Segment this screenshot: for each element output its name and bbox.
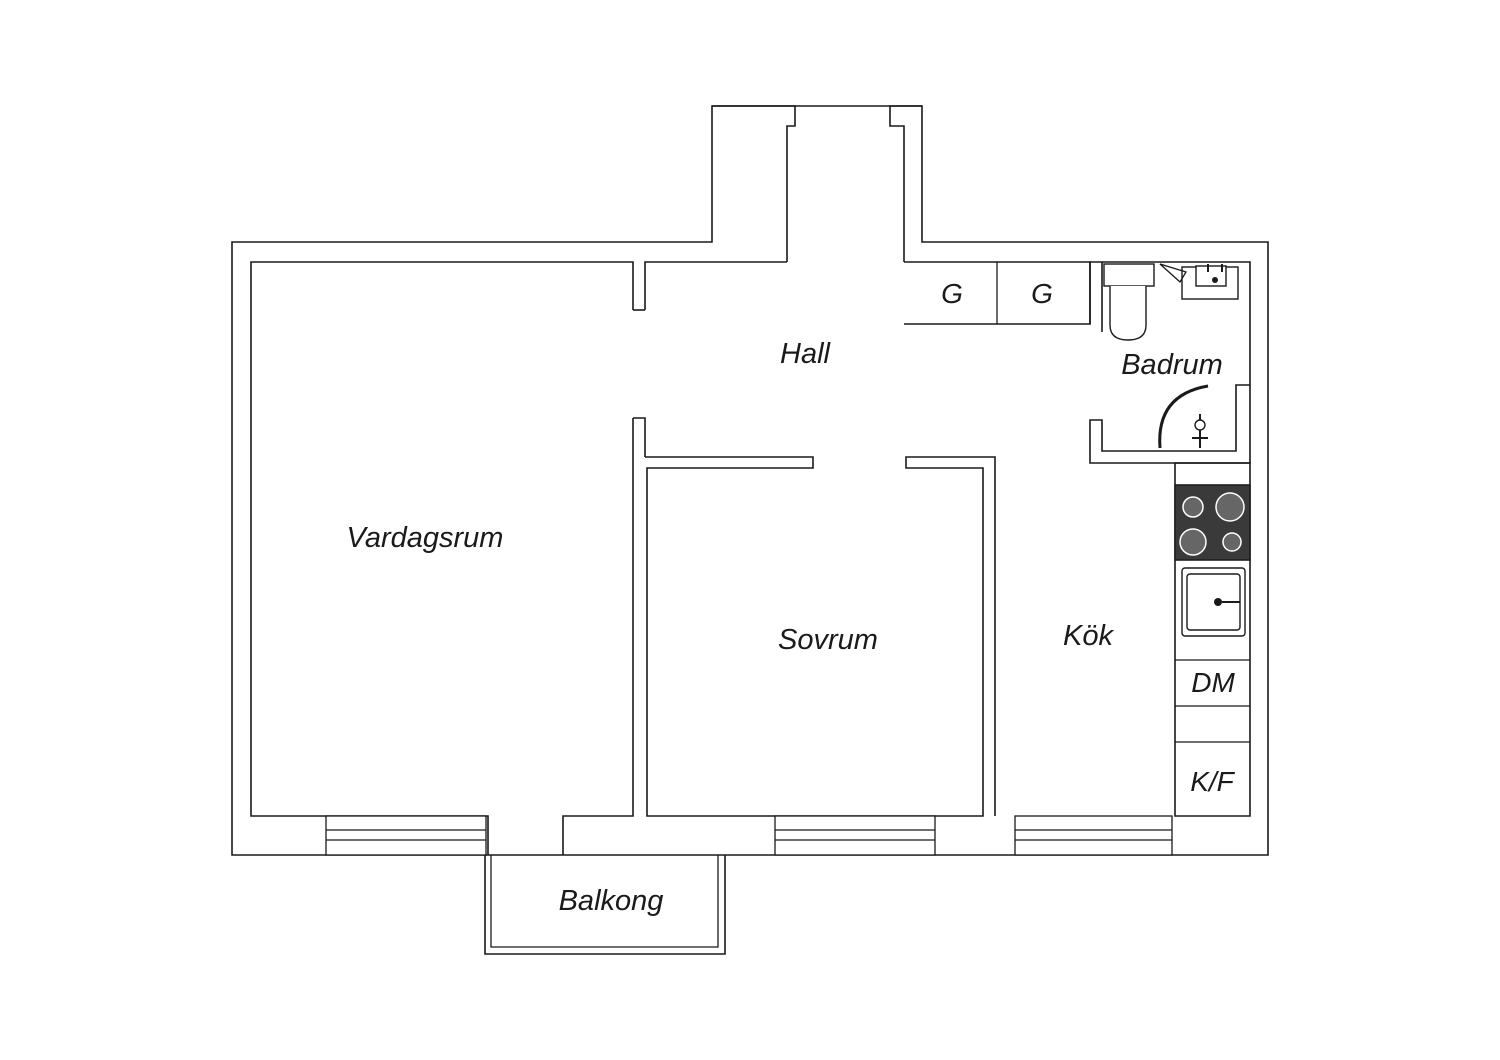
stove-icon [1174, 484, 1251, 561]
window-kitchen [1014, 815, 1173, 856]
appliance-label-dishwasher: DM [1191, 667, 1235, 698]
appliance-label-fridge-freezer: K/F [1190, 766, 1235, 797]
balcony [484, 855, 726, 955]
room-label-balkong: Balkong [559, 885, 664, 917]
hall-divider-stub-lower [633, 417, 646, 457]
room-label-kok: Kök [1063, 620, 1114, 652]
window-living-room [325, 815, 487, 856]
kitchen-sink-icon [1181, 567, 1246, 637]
closet-label-1: G [941, 278, 963, 309]
kitchen-counter [1174, 462, 1251, 817]
room-label-hall: Hall [780, 338, 832, 370]
living-room-wall-right [562, 418, 634, 855]
room-label-sovrum: Sovrum [778, 624, 878, 656]
bathroom-wall [1089, 261, 1251, 464]
window-bedroom [774, 815, 936, 856]
room-label-badrum: Badrum [1121, 349, 1223, 381]
living-room-wall [250, 261, 634, 855]
closet-label-2: G [1031, 278, 1053, 309]
bathroom-sink-icon [1159, 263, 1239, 300]
bathroom-wall-left [1089, 261, 1103, 332]
bedroom-wall [645, 456, 996, 817]
toilet-icon [1103, 263, 1155, 341]
entrance-wall-right [889, 105, 922, 262]
room-label-vardagsrum: Vardagsrum [347, 522, 504, 554]
hall-top-wall [644, 261, 787, 310]
entrance-wall-left [712, 105, 796, 262]
outer-wall-outer [231, 105, 1269, 856]
shower-icon [1158, 384, 1209, 449]
